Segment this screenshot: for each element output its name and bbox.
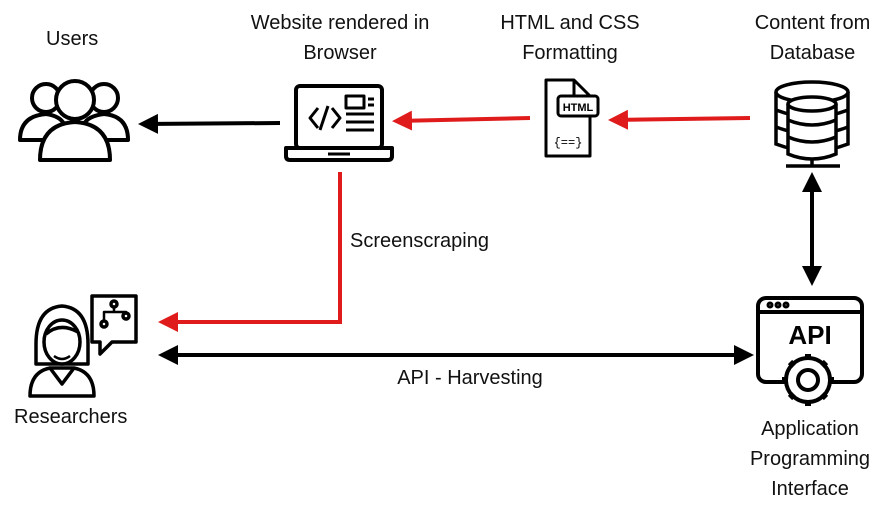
- html-css-label: HTML and CSS Formatting: [490, 8, 650, 68]
- api-label-line3: Interface: [771, 478, 849, 500]
- screenscraping-label: Screenscraping: [350, 230, 489, 252]
- code-icon-text: {==}: [554, 136, 583, 150]
- api-label-line2: Programming: [749, 448, 871, 470]
- users-icon: [18, 79, 130, 162]
- laptop-icon: [284, 84, 394, 162]
- browser-label: Website rendered in Browser: [230, 8, 450, 68]
- arrow-screenscraping: [158, 172, 342, 332]
- database-label-line1: Content from: [754, 12, 871, 34]
- api-icon-text: API: [788, 320, 831, 350]
- api-label-line1: Application: [761, 418, 859, 440]
- users-label: Users: [46, 28, 99, 50]
- html-icon-text: HTML: [563, 102, 594, 114]
- arrow-html-to-browser: [392, 110, 531, 131]
- database-icon: [774, 80, 850, 168]
- researchers-label: Researchers: [14, 406, 128, 428]
- html-document-icon: [544, 78, 600, 158]
- arrow-browser-to-users: [138, 113, 281, 134]
- html-css-label-line2: Formatting: [522, 42, 618, 64]
- database-label: Content from Database: [735, 8, 890, 68]
- api-harvesting-label: API - Harvesting: [397, 367, 543, 389]
- html-css-label-line1: HTML and CSS: [500, 12, 640, 34]
- browser-label-line2: Browser: [303, 42, 377, 64]
- database-label-line2: Database: [769, 42, 856, 64]
- api-label: Application Programming Interface: [735, 414, 885, 504]
- browser-label-line1: Website rendered in: [250, 12, 430, 34]
- researcher-icon: [28, 294, 138, 398]
- arrow-database-to-html: [608, 109, 751, 130]
- gear-icon: [782, 354, 834, 406]
